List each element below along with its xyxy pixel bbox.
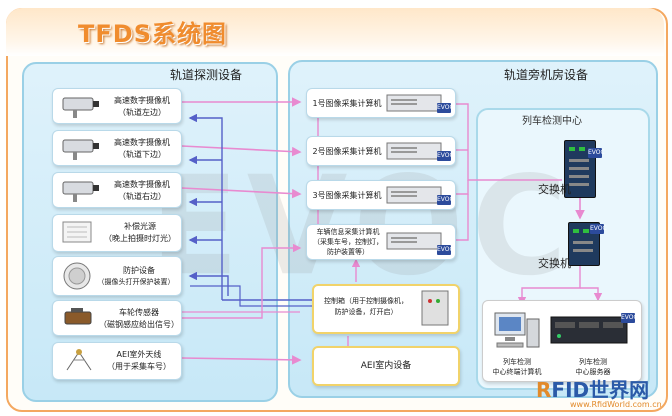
camera-left-line1: 高速数字摄像机: [114, 96, 170, 105]
camera-right-line1: 高速数字摄像机: [114, 180, 170, 189]
line-antenna-aei: [181, 355, 302, 365]
camera-icon: [62, 97, 99, 118]
computer-1: 1号图像采集计算机 EVOC: [306, 88, 456, 118]
line-switch-server: [580, 287, 603, 302]
guard-line2: （摄像头打开保护装置）: [97, 278, 175, 286]
server-line2: 中心服务器: [575, 368, 611, 376]
line-pc4-switch: [454, 194, 469, 241]
terminal-server-box: EVOC 列车检测 中心终端计算机 列车检测 中心服务器: [482, 300, 642, 382]
server-rack-icon: [386, 232, 442, 250]
line-cam2-pc2: [181, 145, 302, 157]
computer-3-label: 3号图像采集计算机: [312, 191, 382, 200]
computer-4: 车辆信息采集计算机（采集车号，控制灯，防护装置等） EVOC: [306, 224, 456, 260]
evoc-badge: EVOC: [588, 148, 605, 158]
sensor-icon: [64, 308, 92, 325]
light-line1: 补偿光源: [124, 222, 156, 231]
line-pc3-switch: [454, 180, 469, 195]
control-box-line2: 防护设备，灯开启）: [334, 308, 398, 316]
device-wheel-sensor: 车轮传感器 （磁钢感应给出信号）: [52, 300, 182, 336]
light-line2: （晚上拍摄时灯光）: [104, 234, 176, 243]
switch-ports-icon: [569, 147, 589, 186]
guard-line1: 防护设备: [123, 266, 155, 275]
camera-left-line2: （轨道左边）: [118, 108, 166, 117]
device-camera-left: 高速数字摄像机 （轨道左边）: [52, 88, 182, 124]
aei-indoor-device: AEI室内设备: [312, 346, 460, 386]
antenna-line1: AEI室外天线: [116, 350, 162, 359]
device-camera-bottom: 高速数字摄像机 （轨道下边）: [52, 130, 182, 166]
antenna-line2: （用于采集车号）: [107, 362, 171, 371]
control-box-line1: 控制箱（用于控制摄像机，: [324, 297, 408, 305]
line-ctrl-guard: [188, 271, 229, 296]
camera-icon: [62, 181, 99, 202]
device-guard: 防护设备 （摄像头打开保护装置）: [52, 256, 182, 296]
line-box-guard: [190, 285, 312, 307]
computer-4-label: 车辆信息采集计算机（采集车号，控制灯，防护装置等）: [313, 228, 383, 256]
sensor-line1: 车轮传感器: [119, 308, 159, 317]
server-rack-icon: [386, 186, 442, 204]
evoc-badge: EVOC: [621, 313, 638, 323]
evoc-badge: EVOC: [437, 151, 454, 161]
trackside-room-title: 轨道旁机房设备: [504, 68, 589, 82]
terminal-line2: 中心终端计算机: [492, 368, 542, 376]
rack-server-icon: [550, 316, 628, 344]
aei-indoor-label: AEI室内设备: [360, 361, 412, 371]
computer-2-label: 2号图像采集计算机: [312, 147, 382, 156]
switch-2-label: 交换机: [538, 257, 571, 270]
page-title: TFDS系统图: [78, 20, 227, 48]
sensor-line2: （磁钢感应给出信号）: [99, 320, 179, 329]
switch-ports-icon: [573, 229, 593, 252]
line-switch-terminal: [517, 264, 581, 306]
logo-r: R: [536, 378, 552, 402]
camera-icon: [62, 139, 99, 160]
line-sensor-infopc: [182, 243, 302, 319]
logo-text: FID世界网: [551, 378, 650, 402]
evoc-badge: EVOC: [437, 103, 454, 113]
evoc-badge: EVOC: [437, 195, 454, 205]
device-aei-antenna: AEI室外天线 （用于采集车号）: [52, 342, 182, 380]
light-icon: [62, 221, 92, 243]
computer-2: 2号图像采集计算机 EVOC: [306, 136, 456, 166]
guard-icon: [63, 262, 91, 290]
line-pc1-switch: [454, 103, 562, 181]
server-line1: 列车检测: [579, 358, 607, 366]
device-light: 补偿光源 （晚上拍摄时灯光）: [52, 214, 182, 252]
camera-bottom-line2: （轨道下边）: [118, 150, 166, 159]
line-cam3-pc3: [181, 187, 302, 199]
switch-1-label: 交换机: [538, 183, 571, 196]
rfidworld-logo: RFID世界网: [536, 374, 649, 403]
logo-url: www.RfidWorld.com.cn: [570, 400, 662, 409]
control-cabinet-icon: [421, 290, 449, 326]
camera-bottom-line1: 高速数字摄像机: [114, 138, 170, 147]
line-ctrl-cam1: [188, 113, 223, 300]
evoc-badge: EVOC: [437, 245, 454, 255]
computer-1-label: 1号图像采集计算机: [312, 99, 382, 108]
computer-3: 3号图像采集计算机 EVOC: [306, 180, 456, 210]
evoc-badge: EVOC: [590, 224, 607, 234]
desktop-computer-icon: [494, 312, 540, 348]
track-detection-title: 轨道探测设备: [170, 68, 243, 82]
train-inspection-center-title: 列车检测中心: [522, 116, 582, 127]
camera-right-line2: （轨道右边）: [118, 192, 166, 201]
terminal-line1: 列车检测: [503, 358, 531, 366]
control-box: 控制箱（用于控制摄像机， 防护设备，灯开启）: [312, 284, 460, 334]
device-camera-right: 高速数字摄像机 （轨道右边）: [52, 172, 182, 208]
antenna-icon: [66, 349, 92, 371]
title-bar: [6, 8, 664, 56]
